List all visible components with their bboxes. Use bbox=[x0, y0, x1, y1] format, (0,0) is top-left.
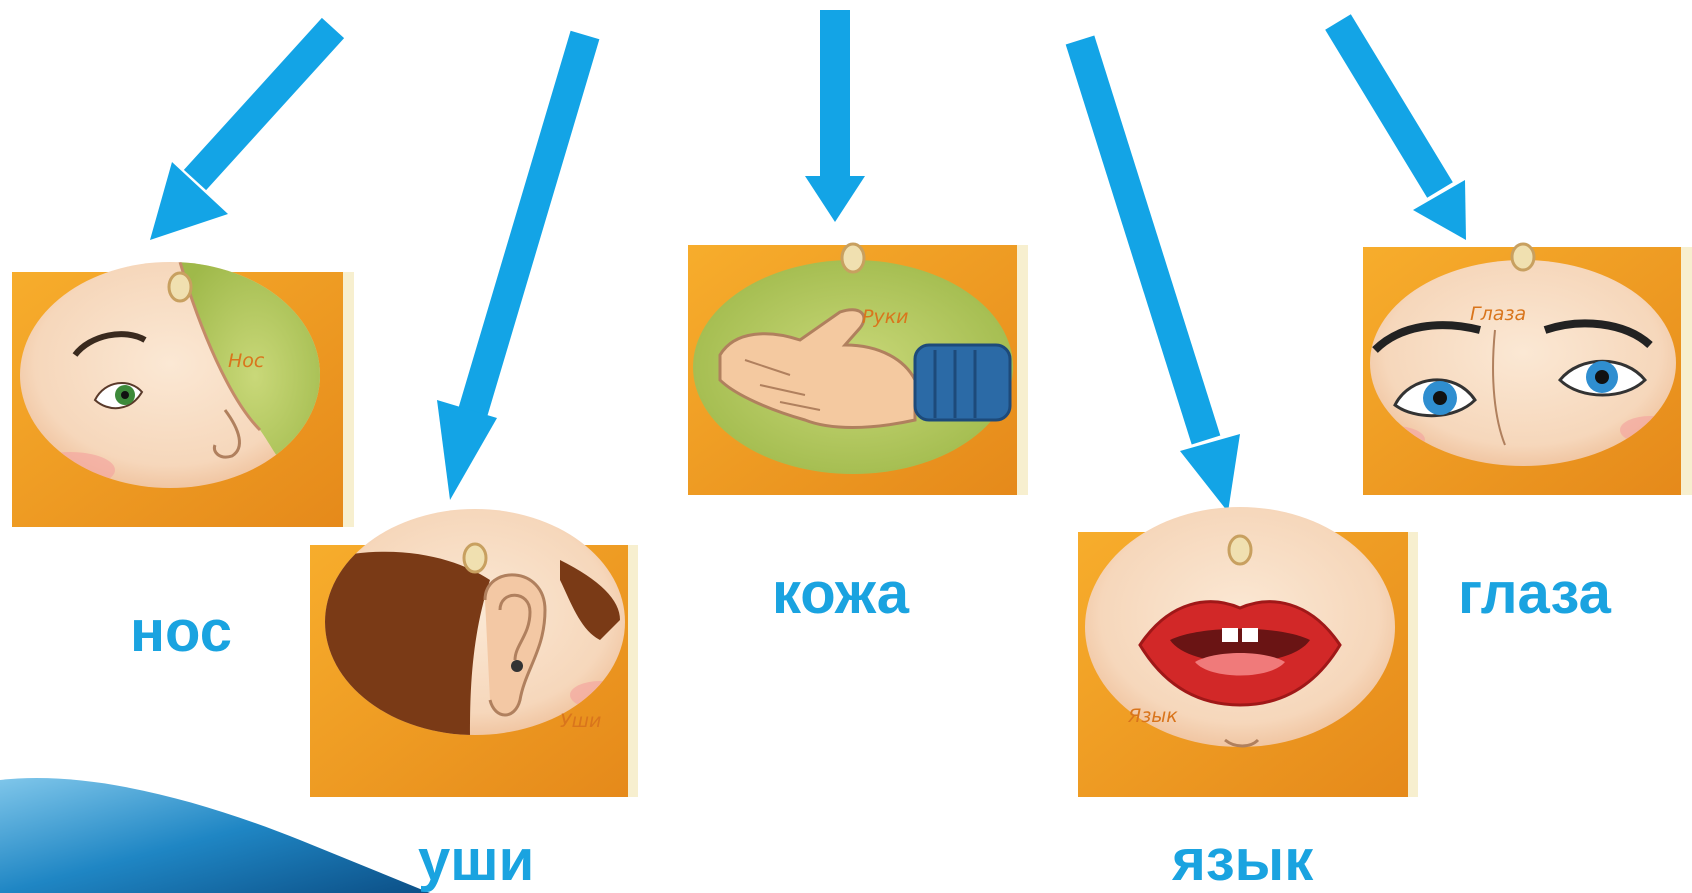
card-label-nose: Нос bbox=[228, 350, 265, 372]
word-ears: уши bbox=[418, 832, 534, 890]
card-label-tongue: Язык bbox=[1127, 705, 1178, 727]
word-skin: кожа bbox=[772, 565, 909, 623]
word-nose: нос bbox=[130, 603, 232, 661]
card-skin: Руки bbox=[688, 244, 1028, 495]
card-nose: Нос bbox=[12, 262, 354, 527]
card-eyes: Глаза bbox=[1363, 244, 1692, 495]
arrow-to-skin bbox=[805, 10, 865, 222]
word-tongue: язык bbox=[1172, 832, 1313, 890]
arrow-to-ears bbox=[437, 35, 585, 500]
card-ears: Уши bbox=[310, 509, 638, 797]
arrow-to-tongue bbox=[1080, 40, 1240, 512]
arrow-to-eyes bbox=[1338, 22, 1466, 240]
word-eyes: глаза bbox=[1458, 565, 1611, 623]
arrow-to-nose bbox=[150, 28, 333, 240]
card-label-skin: Руки bbox=[862, 306, 909, 328]
card-tongue: Язык bbox=[1078, 507, 1418, 797]
card-label-eyes: Глаза bbox=[1470, 303, 1526, 325]
card-label-ears: Уши bbox=[560, 710, 601, 732]
